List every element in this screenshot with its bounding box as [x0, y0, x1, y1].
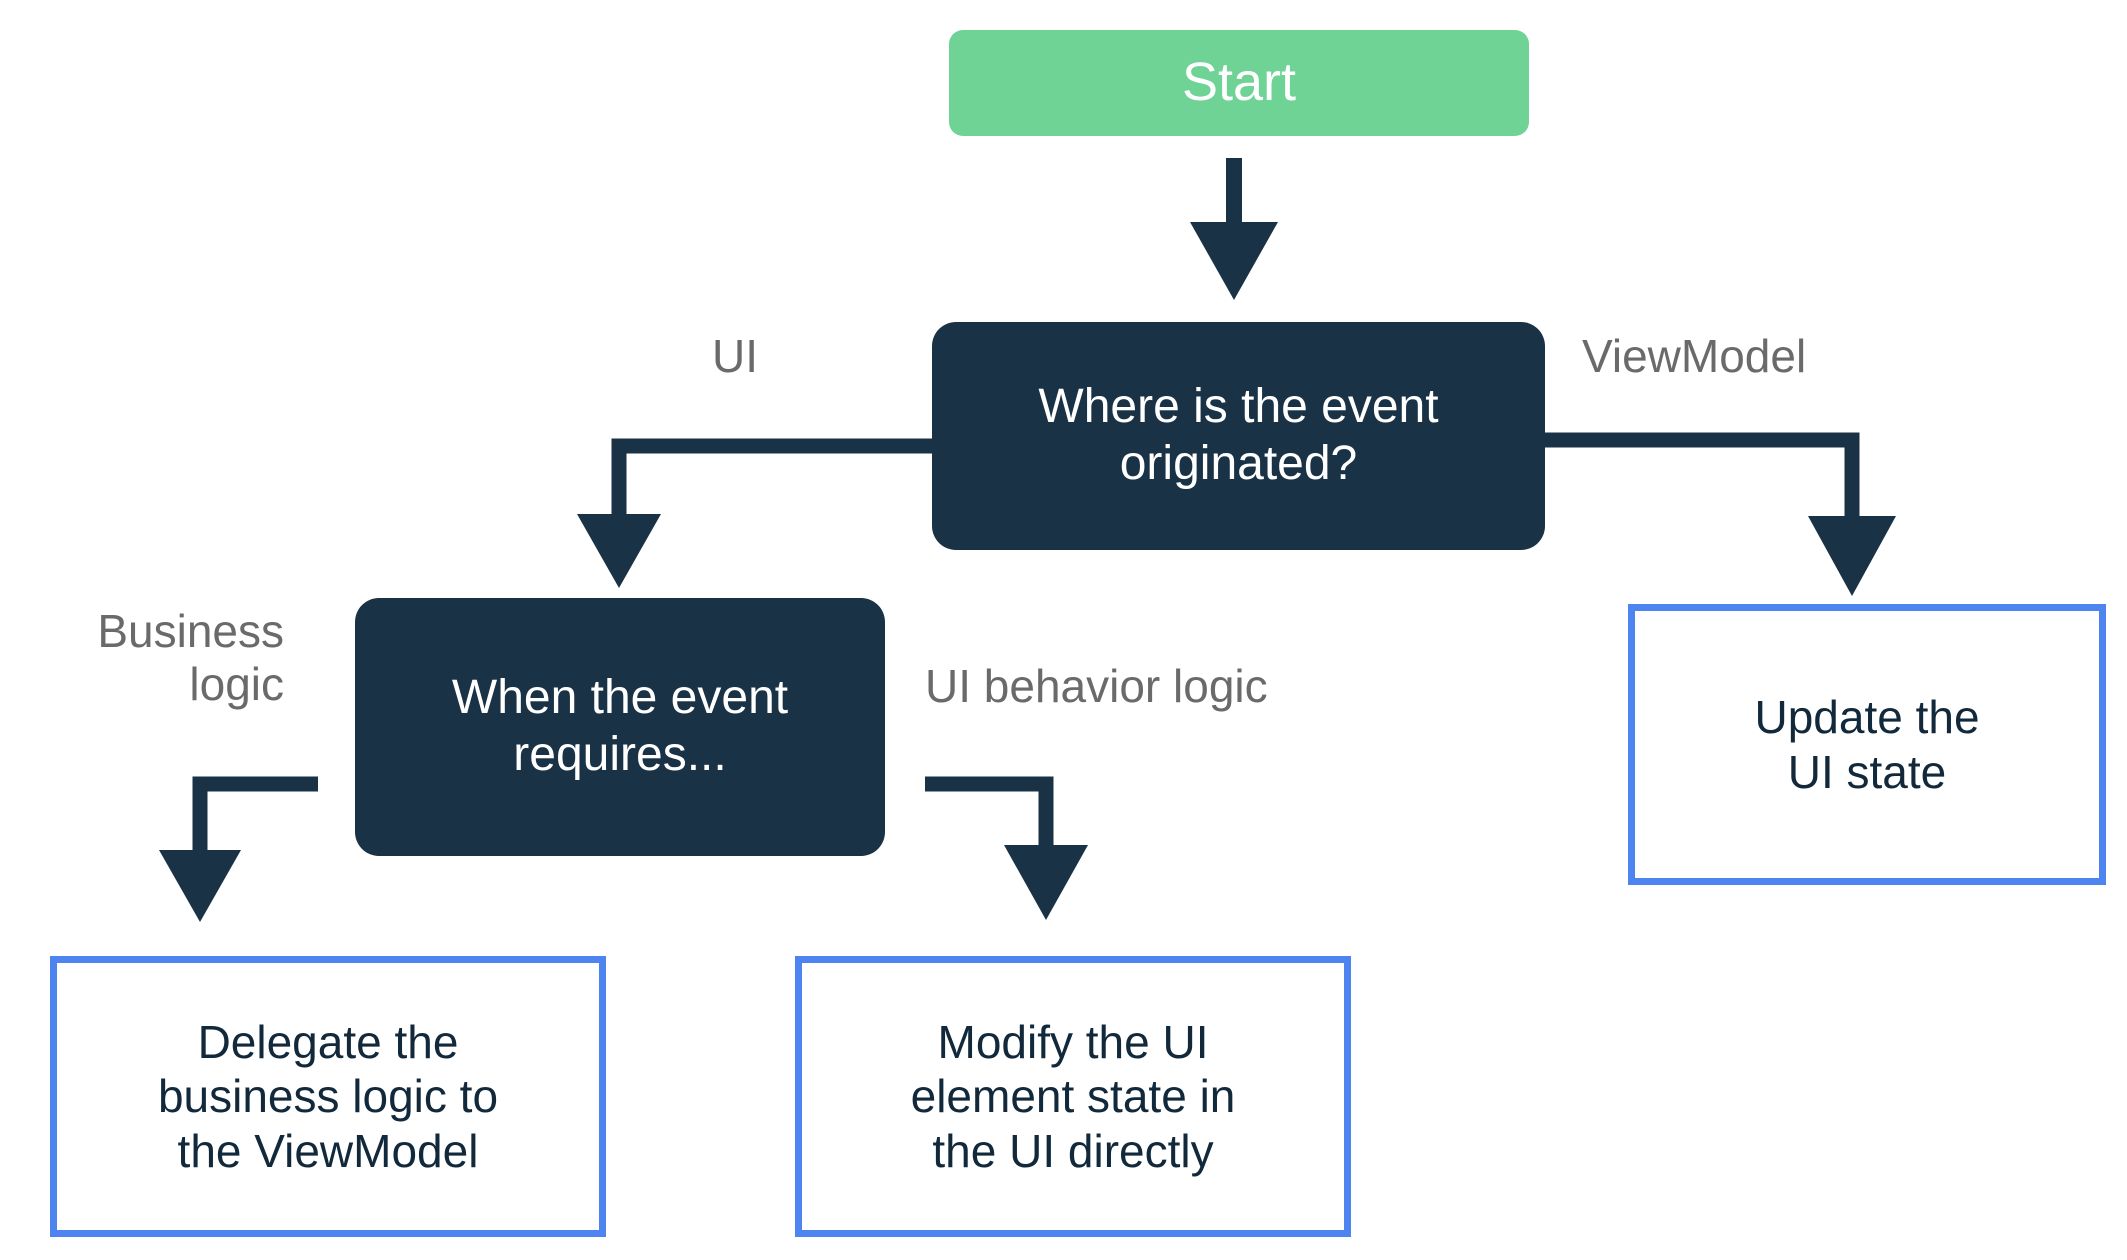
- node-decision-where-event-originated-label: Where is the event originated?: [1038, 380, 1439, 490]
- node-outcome-update-ui-state[interactable]: Update the UI state: [1628, 604, 2106, 885]
- edge-label-business-logic: Business logic: [97, 605, 284, 711]
- node-decision-when-event-requires-label: When the event requires...: [451, 671, 789, 781]
- node-outcome-delegate-business-logic[interactable]: Delegate the business logic to the ViewM…: [50, 956, 606, 1237]
- node-outcome-update-ui-state-label: Update the UI state: [1754, 691, 1980, 798]
- edge-requires-to-delegate: [159, 776, 318, 922]
- node-outcome-delegate-business-logic-label: Delegate the business logic to the ViewM…: [157, 1016, 499, 1177]
- edge-start-to-origin: [1190, 158, 1278, 300]
- node-decision-when-event-requires[interactable]: When the event requires...: [355, 598, 885, 856]
- edge-requires-to-modify: [925, 776, 1088, 920]
- node-start-label: Start: [1181, 52, 1297, 113]
- node-decision-where-event-originated[interactable]: Where is the event originated?: [932, 322, 1545, 550]
- node-outcome-modify-ui-element-state-label: Modify the UI element state in the UI di…: [910, 1016, 1236, 1177]
- edge-label-viewmodel: ViewModel: [1582, 330, 1807, 382]
- edge-origin-to-requires: [577, 438, 932, 588]
- node-start[interactable]: Start: [949, 30, 1529, 136]
- edge-label-ui: UI: [712, 330, 758, 382]
- node-outcome-modify-ui-element-state[interactable]: Modify the UI element state in the UI di…: [795, 956, 1351, 1237]
- edge-origin-to-update-ui-state: [1545, 432, 1896, 596]
- edge-label-ui-behavior-logic: UI behavior logic: [925, 660, 1268, 712]
